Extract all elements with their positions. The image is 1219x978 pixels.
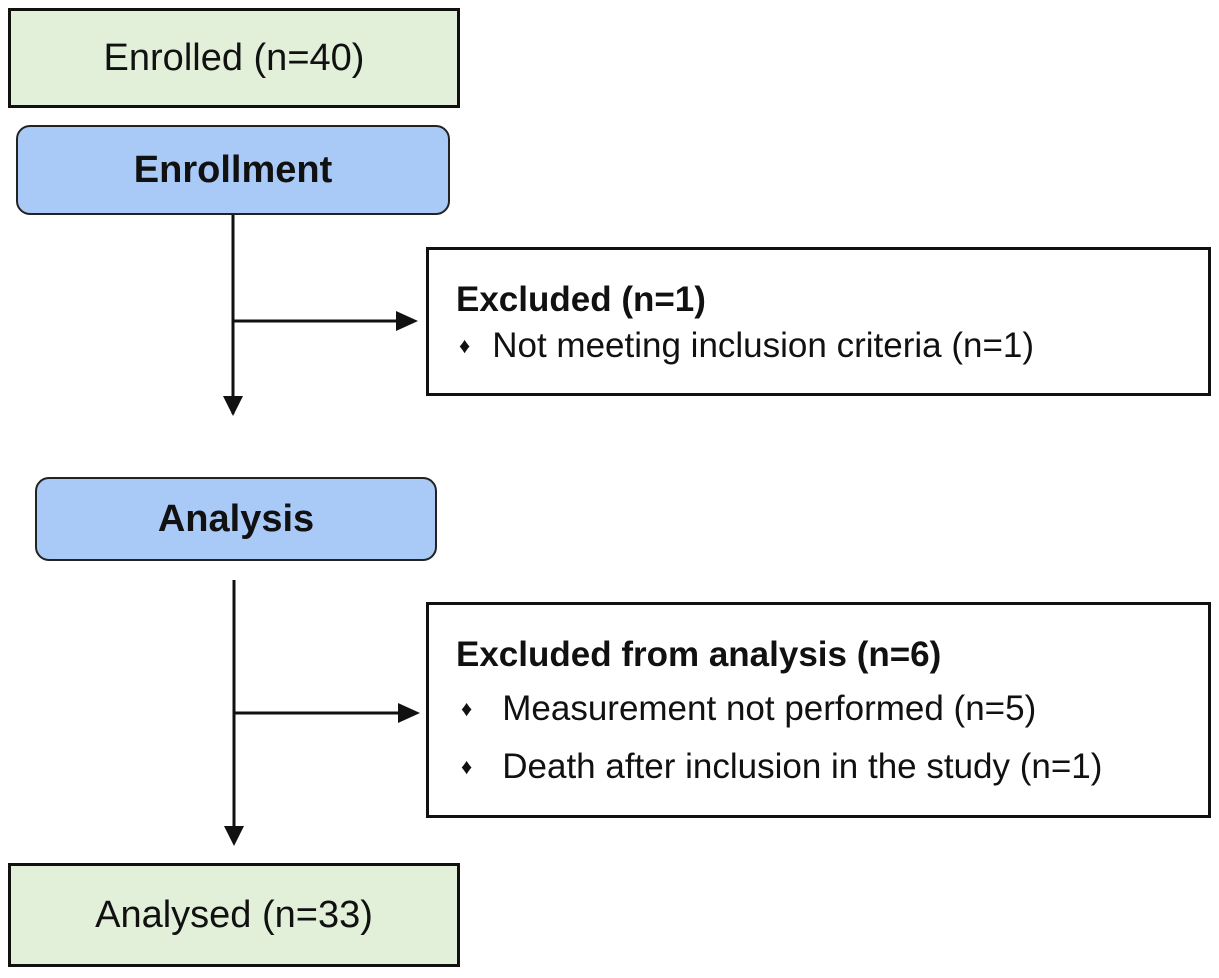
excluded-analysis-branch-arrowhead (398, 703, 420, 723)
excluded-from-analysis-box: Excluded from analysis (n=6) ♦ Measureme… (426, 602, 1211, 818)
excluded-from-analysis-item-text: Measurement not performed (n=5) (502, 689, 1037, 728)
analysis-stage-label: Analysis (157, 497, 315, 540)
excluded-from-analysis-item: ♦ Measurement not performed (n=5) (461, 689, 1036, 729)
excluded-title: Excluded (n=1) (456, 280, 706, 319)
excluded-box: Excluded (n=1) ♦ Not meeting inclusion c… (426, 247, 1211, 396)
diamond-bullet-icon: ♦ (461, 696, 473, 721)
enrolled-box: Enrolled (n=40) (8, 8, 460, 108)
excluded-from-analysis-item-text: Death after inclusion in the study (n=1) (502, 747, 1103, 786)
diamond-bullet-icon: ♦ (461, 754, 473, 779)
excluded-item-text: Not meeting inclusion criteria (n=1) (492, 326, 1034, 365)
excluded-from-analysis-item: ♦ Death after inclusion in the study (n=… (461, 747, 1102, 787)
enrollment-down-arrowhead (223, 396, 243, 416)
analysis-stage-box: Analysis (35, 477, 437, 561)
excluded-branch-arrowhead (396, 311, 418, 331)
enrollment-stage-box: Enrollment (16, 125, 450, 215)
excluded-item: ♦ Not meeting inclusion criteria (n=1) (459, 326, 1034, 366)
enrollment-stage-label: Enrollment (133, 148, 333, 191)
analysed-box: Analysed (n=33) (8, 863, 460, 967)
enrolled-label: Enrolled (n=40) (103, 36, 365, 79)
analysis-down-arrowhead (224, 826, 244, 846)
diamond-bullet-icon: ♦ (459, 333, 471, 358)
analysed-label: Analysed (n=33) (95, 893, 373, 936)
excluded-from-analysis-title: Excluded from analysis (n=6) (456, 635, 942, 674)
